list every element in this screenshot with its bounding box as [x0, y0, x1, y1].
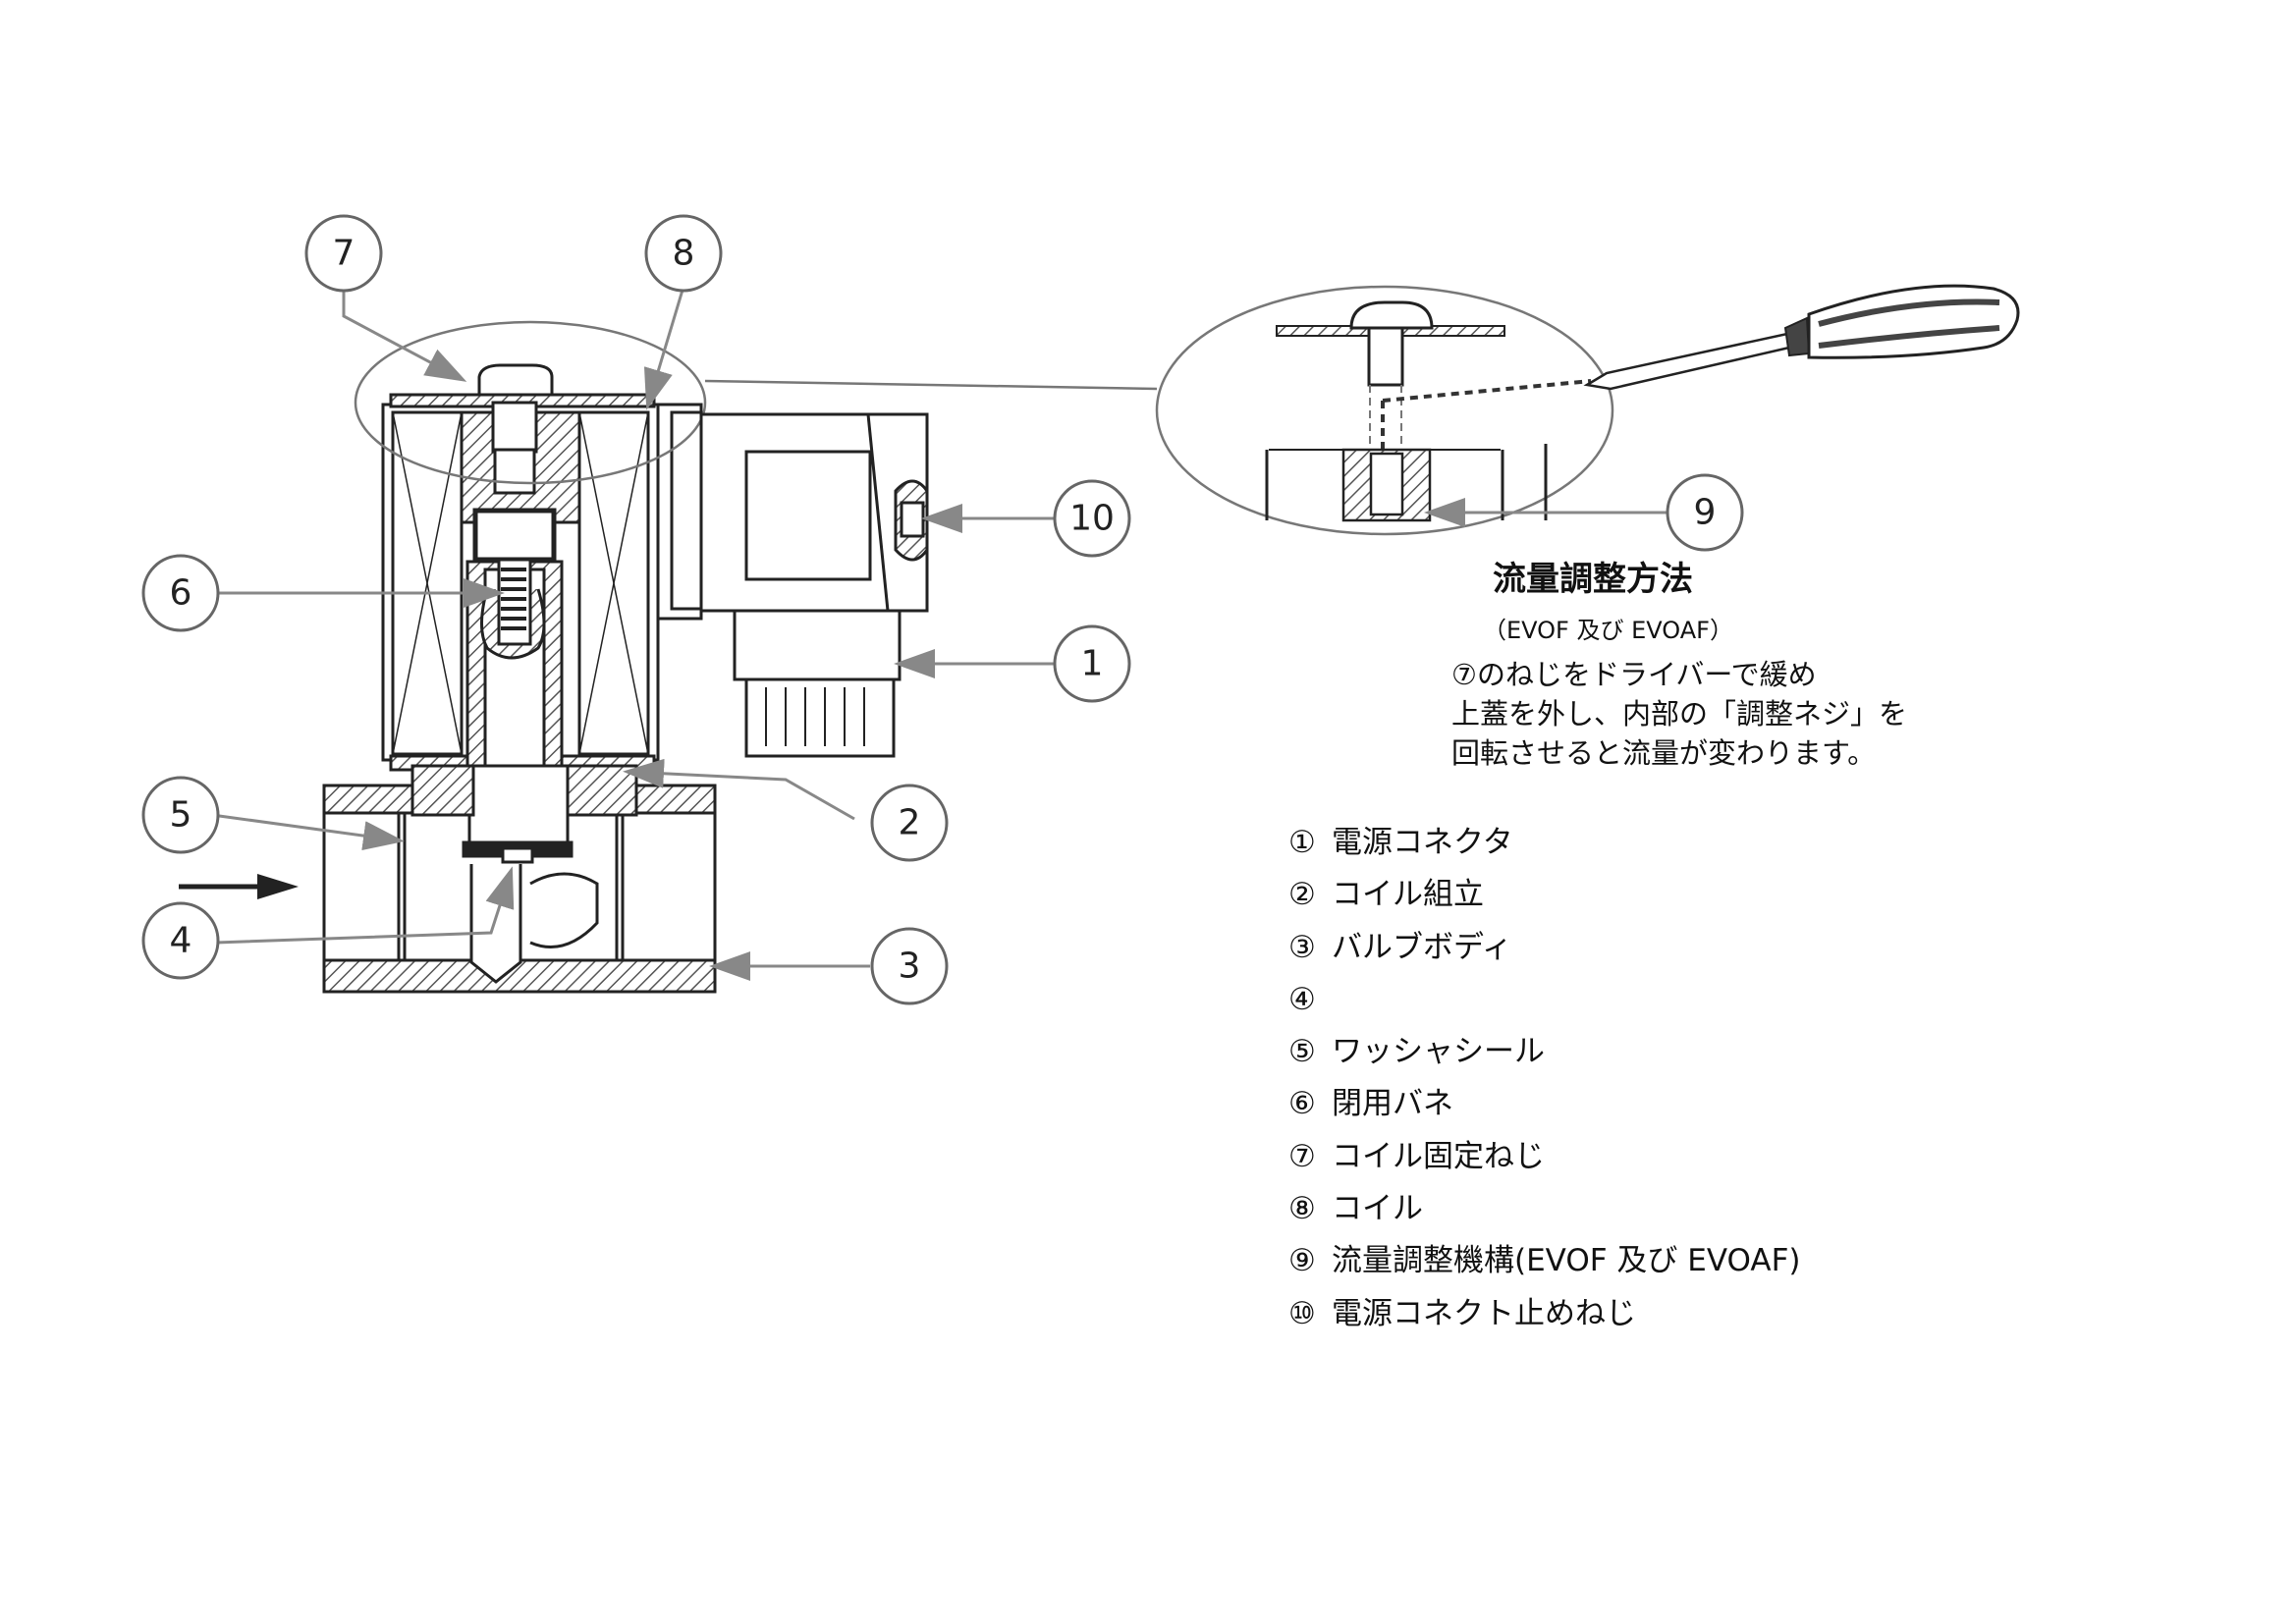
detail-magnified: [704, 285, 1614, 536]
callout-2: 2: [870, 784, 949, 862]
legend-text: バルブボディ: [1332, 929, 1512, 965]
legend-mark: ⑩: [1288, 1295, 1316, 1331]
svg-text:10: 10: [1069, 499, 1115, 539]
svg-text:4: 4: [170, 921, 192, 961]
legend-mark: ①: [1288, 825, 1316, 860]
svg-text:8: 8: [673, 234, 695, 274]
legend-text: 電源コネクタ: [1332, 825, 1513, 860]
legend-mark: ⑦: [1288, 1138, 1316, 1174]
legend-mark: ⑥: [1288, 1086, 1316, 1122]
legend-item-7: ⑦ コイル固定ねじ: [1288, 1131, 1801, 1183]
svg-text:5: 5: [170, 795, 192, 836]
leader-4: [215, 866, 515, 945]
legend-text: コイル: [1332, 1191, 1423, 1227]
legend-mark: ⑧: [1288, 1191, 1316, 1227]
legend-mark: ④: [1288, 981, 1316, 1017]
legend-item-5: ⑤ ワッシャシール: [1288, 1026, 1801, 1078]
legend-item-8: ⑧ コイル: [1288, 1183, 1801, 1235]
power-connector: [699, 412, 929, 758]
method-line-3: 回転させると流量が変わります。: [1451, 736, 1877, 770]
legend-mark: ⑨: [1288, 1243, 1316, 1279]
flow-arrow: [179, 874, 299, 899]
legend-item-1: ① 電源コネクタ: [1288, 817, 1801, 869]
legend-text: コイル組立: [1332, 877, 1484, 913]
method-title: 流量調整方法: [1493, 560, 1693, 599]
legend-item-3: ③ バルブボディ: [1288, 922, 1801, 974]
callout-8: 8: [644, 214, 723, 293]
legend-text: コイル固定ねじ: [1332, 1138, 1545, 1174]
svg-text:7: 7: [333, 234, 355, 274]
callout-4: 4: [141, 901, 220, 980]
leader-7: [342, 281, 467, 382]
legend-mark: ③: [1288, 929, 1316, 965]
svg-text:3: 3: [899, 947, 921, 987]
callouts: 7 8 6 10 1 5 2 4 3 9: [141, 214, 1744, 1005]
svg-text:9: 9: [1694, 493, 1717, 533]
legend-text: 閉用バネ: [1332, 1086, 1453, 1122]
svg-text:6: 6: [170, 573, 192, 614]
callout-3: 3: [870, 927, 949, 1005]
detail-circle-small: [354, 320, 707, 485]
leader-2: [623, 758, 855, 821]
leader-8: [643, 286, 685, 410]
legend-mark: ②: [1288, 877, 1316, 913]
leader-5: [211, 813, 405, 850]
svg-text:1: 1: [1081, 644, 1104, 684]
callout-9: 9: [1666, 473, 1744, 552]
callout-6: 6: [141, 554, 220, 632]
core-tube: [410, 401, 638, 864]
legend-item-10: ⑩ 電源コネクト止めねじ: [1288, 1288, 1801, 1340]
svg-text:2: 2: [899, 803, 921, 843]
callout-10: 10: [1053, 479, 1131, 558]
coil-screw: [477, 363, 554, 397]
method-line-1: ⑦のねじをドライバーで緩め: [1451, 658, 1817, 691]
legend-item-6: ⑥ 閉用バネ: [1288, 1078, 1801, 1130]
legend-item-4: ④: [1288, 974, 1801, 1026]
callout-1: 1: [1053, 624, 1131, 703]
legend-item-9: ⑨ 流量調整機構(EVOF 及び EVOAF): [1288, 1235, 1801, 1287]
legend-text: 電源コネクト止めねじ: [1332, 1295, 1636, 1331]
legend-item-2: ② コイル組立: [1288, 869, 1801, 921]
method-subtitle: （EVOF 及び EVOAF）: [1483, 617, 1733, 644]
leader-lines: [211, 281, 1669, 981]
legend-text: ワッシャシール: [1332, 1034, 1545, 1070]
legend-mark: ⑤: [1288, 1034, 1316, 1070]
screwdriver: [1583, 284, 2020, 391]
callout-7: 7: [304, 214, 383, 293]
method-line-2: 上蓋を外し、内部の「調整ネジ」を: [1451, 697, 1908, 731]
legend-text: 流量調整機構(EVOF 及び EVOAF): [1332, 1243, 1801, 1279]
callout-5: 5: [141, 776, 220, 854]
